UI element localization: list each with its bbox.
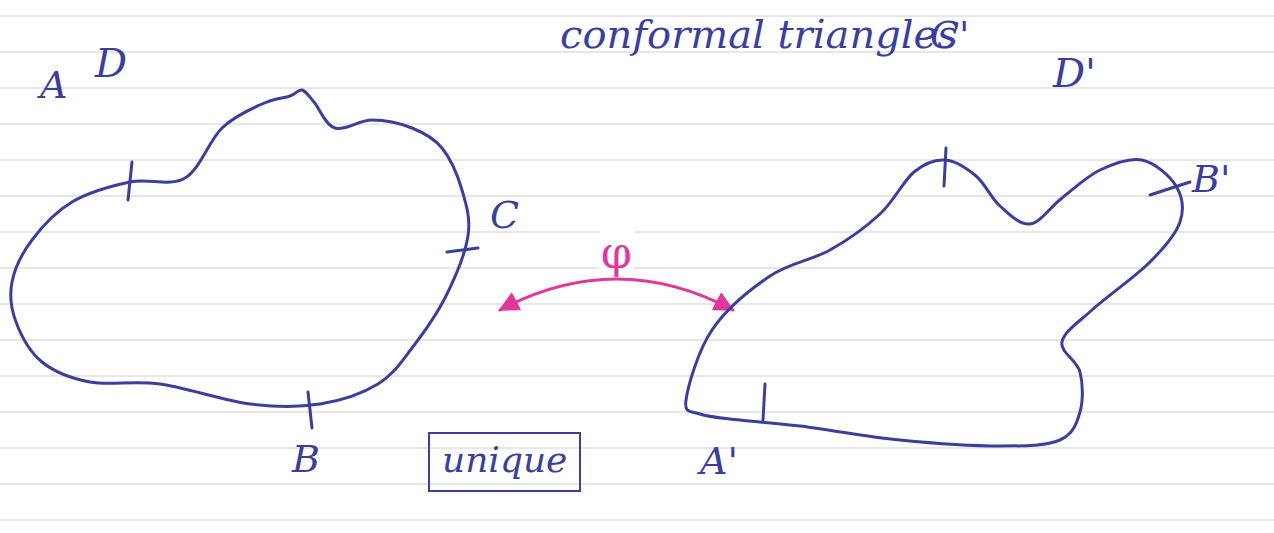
- vertex-ticks: [128, 148, 1190, 428]
- vertex-label: B: [292, 440, 320, 478]
- map-arrow: [500, 279, 733, 310]
- blob-outline: [5, 95, 500, 415]
- note-text: unique: [442, 440, 567, 480]
- blob-outline: [675, 145, 1195, 455]
- ruled-lines: [0, 16, 1274, 520]
- blob-path: [686, 159, 1183, 446]
- blob-path: [11, 90, 469, 407]
- domain-name: D': [1053, 53, 1096, 93]
- vertex-label: C': [930, 16, 970, 54]
- vertex-label: C: [490, 196, 519, 234]
- diagram-title: conformal triangles: [560, 14, 958, 54]
- domain-name: D: [95, 43, 127, 83]
- vertex-label: B': [1192, 160, 1230, 198]
- vertex-label: A': [700, 442, 738, 480]
- boxed-note: unique: [428, 432, 581, 492]
- domain-blob: D: [5, 95, 500, 415]
- domain-blob: D': [675, 145, 1195, 455]
- map-name: φ: [599, 231, 634, 275]
- vertex-label: A: [40, 66, 67, 104]
